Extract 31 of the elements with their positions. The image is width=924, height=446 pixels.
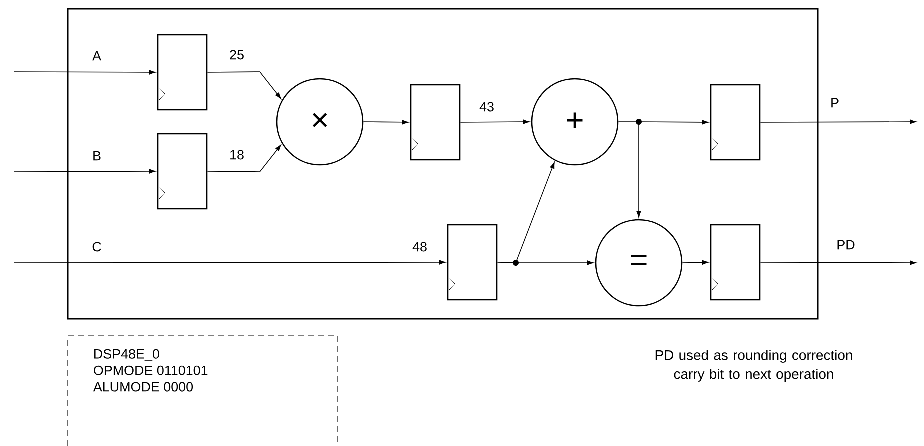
note-box: DSP48E_0 OPMODE 0110101 ALUMODE 0000 <box>68 336 338 446</box>
signal-label: 43 <box>480 102 494 112</box>
register-box <box>710 224 761 301</box>
arrow <box>516 260 594 266</box>
register-box <box>410 84 461 161</box>
register-box <box>157 34 208 111</box>
note-text: PD used as rounding correction carry bit to next operation <box>656 350 852 382</box>
arrow <box>516 162 555 264</box>
arrow <box>460 120 530 124</box>
signal-label: 25 <box>230 50 244 60</box>
arrow <box>207 72 282 100</box>
arrow <box>760 120 916 124</box>
signal-label: 48 <box>412 242 427 252</box>
register-box <box>447 224 498 301</box>
signal-label: A <box>92 51 102 61</box>
arrow <box>207 144 282 172</box>
arrow <box>363 120 409 125</box>
register-box <box>157 133 208 210</box>
arrow <box>14 70 156 75</box>
signal-label: 18 <box>230 150 244 160</box>
signal-label: P <box>832 98 839 108</box>
slice-box <box>67 8 819 320</box>
arrow <box>14 260 446 265</box>
register-box <box>710 84 761 161</box>
arrow <box>14 169 156 174</box>
arrow <box>760 260 916 266</box>
signal-label: PD <box>838 240 855 250</box>
signal-label: C <box>92 242 102 252</box>
signal-label: B <box>94 151 101 161</box>
arrow <box>682 260 709 265</box>
arrow <box>638 120 709 125</box>
